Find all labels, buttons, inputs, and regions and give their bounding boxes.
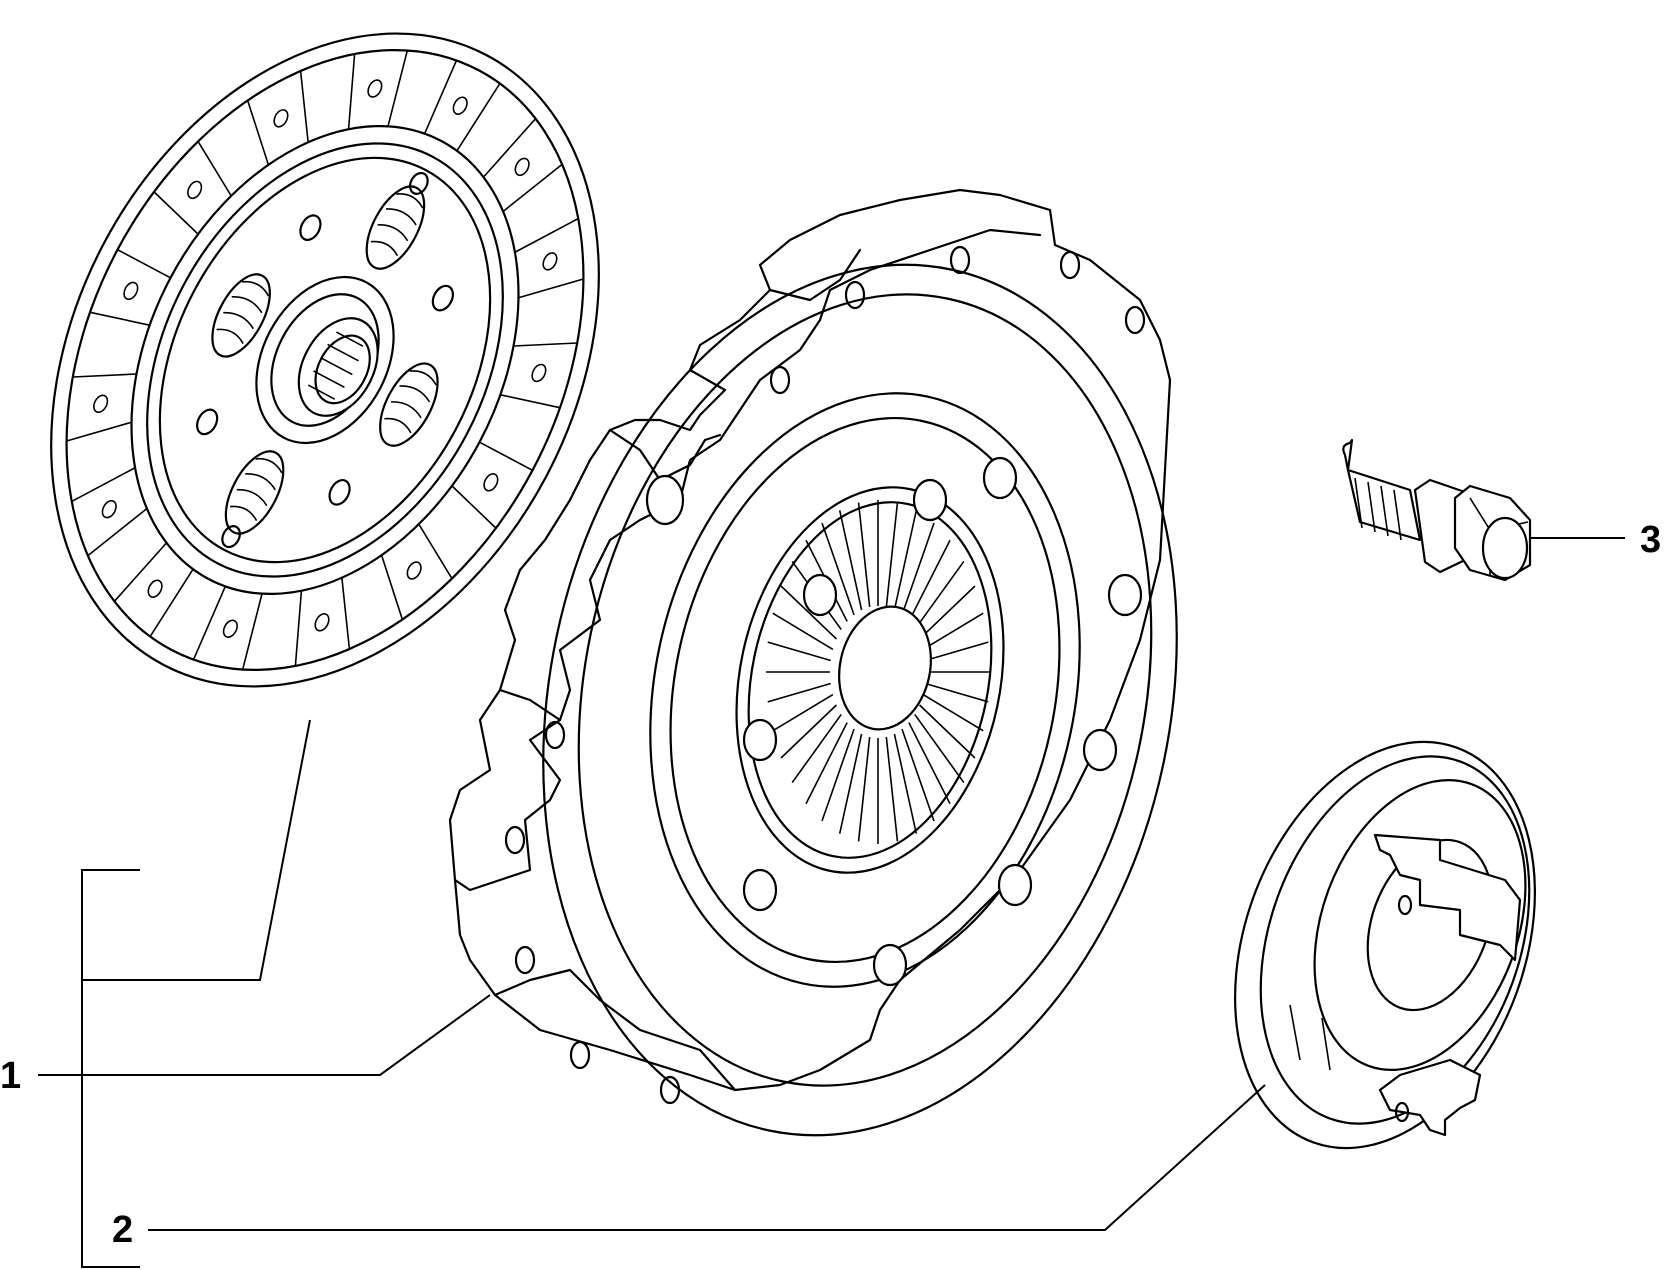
- friction-rivet: [101, 499, 117, 519]
- friction-segment-line: [500, 394, 561, 409]
- friction-segment-line: [423, 60, 458, 134]
- splined-hub: [255, 275, 395, 445]
- friction-rivet: [147, 579, 163, 598]
- release-bearing: [1234, 740, 1536, 1150]
- friction-rivet: [187, 180, 203, 200]
- diaphragm-finger: [772, 693, 834, 732]
- callout-3: 3: [1640, 519, 1661, 561]
- leader-1-cover: [38, 994, 491, 1076]
- friction-segment-line: [518, 278, 584, 299]
- friction-segment-line: [456, 83, 501, 152]
- diaphragm-finger: [908, 722, 951, 805]
- diaphragm-finger: [767, 682, 831, 703]
- diaphragm-finger: [885, 736, 899, 842]
- diaphragm-finger: [925, 641, 989, 662]
- friction-segment-line: [514, 217, 579, 253]
- leader-2: [148, 1084, 1266, 1231]
- friction-rivet: [273, 109, 289, 128]
- hub-holes: [196, 171, 454, 549]
- friction-segment-line: [241, 593, 263, 670]
- diaphragm-finger: [893, 733, 918, 834]
- friction-rivet: [542, 252, 558, 271]
- friction-segment-line: [72, 373, 137, 378]
- diaphragm-finger: [922, 693, 984, 732]
- leader-lines: [38, 537, 1625, 1268]
- friction-segment-line: [66, 421, 132, 442]
- friction-segment-line: [502, 163, 563, 213]
- friction-segment-line: [387, 50, 409, 127]
- callout-2: 2: [112, 1209, 133, 1251]
- friction-segment-line: [87, 507, 148, 557]
- leader-1-disc: [82, 719, 311, 981]
- diaphragm-finger: [767, 641, 831, 662]
- friction-segment-line: [117, 248, 171, 279]
- diaphragm-finger: [857, 502, 871, 608]
- friction-segment-line: [513, 342, 578, 347]
- friction-segment-lines: [66, 50, 584, 670]
- friction-segment-line: [192, 586, 227, 660]
- diaphragm-finger: [885, 502, 899, 608]
- diaphragm-finger: [838, 733, 863, 834]
- friction-rivet: [222, 619, 238, 638]
- leader-1-bracket: [81, 869, 140, 1268]
- friction-rivet: [514, 157, 530, 177]
- diaphragm-fingers: [766, 500, 990, 844]
- friction-segment-line: [299, 70, 309, 143]
- diaphragm-finger: [791, 713, 842, 784]
- flange-holes: [504, 245, 1146, 1105]
- friction-rivet: [367, 79, 383, 98]
- friction-segment-line: [113, 542, 168, 602]
- friction-segment-line: [380, 554, 404, 620]
- clutch-disc: [50, 32, 600, 688]
- diaphragm-finger: [925, 682, 989, 703]
- friction-segment-line: [294, 590, 303, 667]
- diaphragm-finger: [901, 728, 935, 822]
- diaphragm-finger: [914, 560, 965, 631]
- diaphragm-finger: [780, 585, 837, 640]
- friction-rivet: [483, 473, 499, 492]
- diaphragm-finger: [908, 539, 951, 622]
- friction-segment-line: [347, 53, 356, 130]
- diaphragm-finger: [805, 722, 848, 805]
- callout-1: 1: [0, 1055, 21, 1097]
- diaphragm-finger: [857, 736, 871, 842]
- friction-rivets: [93, 79, 558, 638]
- friction-segment-line: [153, 191, 199, 235]
- cover-bolt-bosses: [645, 456, 1143, 987]
- friction-rivet: [123, 281, 139, 301]
- callout-labels: 1 2 3: [0, 519, 1661, 1251]
- friction-rivet: [314, 613, 330, 632]
- bolt: [1342, 438, 1532, 582]
- friction-segment-line: [197, 141, 232, 197]
- friction-segment-line: [418, 523, 453, 579]
- diaphragm-finger: [922, 612, 984, 651]
- friction-rivet: [452, 96, 468, 115]
- friction-segment-line: [89, 311, 150, 326]
- diaphragm-finger: [893, 510, 918, 611]
- friction-segment-line: [482, 118, 537, 178]
- diaphragm-finger: [919, 704, 976, 759]
- diaphragm-finger: [919, 585, 976, 640]
- diaphragm-finger: [838, 510, 863, 611]
- damper-springs: [211, 185, 439, 535]
- diaphragm-finger: [821, 728, 855, 822]
- friction-segment-line: [71, 467, 136, 503]
- diaphragm-finger: [821, 522, 855, 616]
- friction-segment-line: [341, 577, 351, 650]
- pressure-plate: [448, 188, 1178, 1137]
- friction-rivet: [406, 561, 422, 580]
- diaphragm-finger: [780, 704, 837, 759]
- friction-segment-line: [451, 485, 497, 529]
- diaphragm-finger: [914, 713, 965, 784]
- diaphragm-finger: [901, 522, 935, 616]
- friction-segment-line: [479, 441, 533, 472]
- friction-segment-line: [149, 568, 194, 637]
- friction-segment-line: [246, 100, 270, 166]
- friction-rivet: [93, 394, 109, 414]
- friction-rivet: [531, 363, 547, 383]
- diaphragm-finger: [772, 612, 834, 651]
